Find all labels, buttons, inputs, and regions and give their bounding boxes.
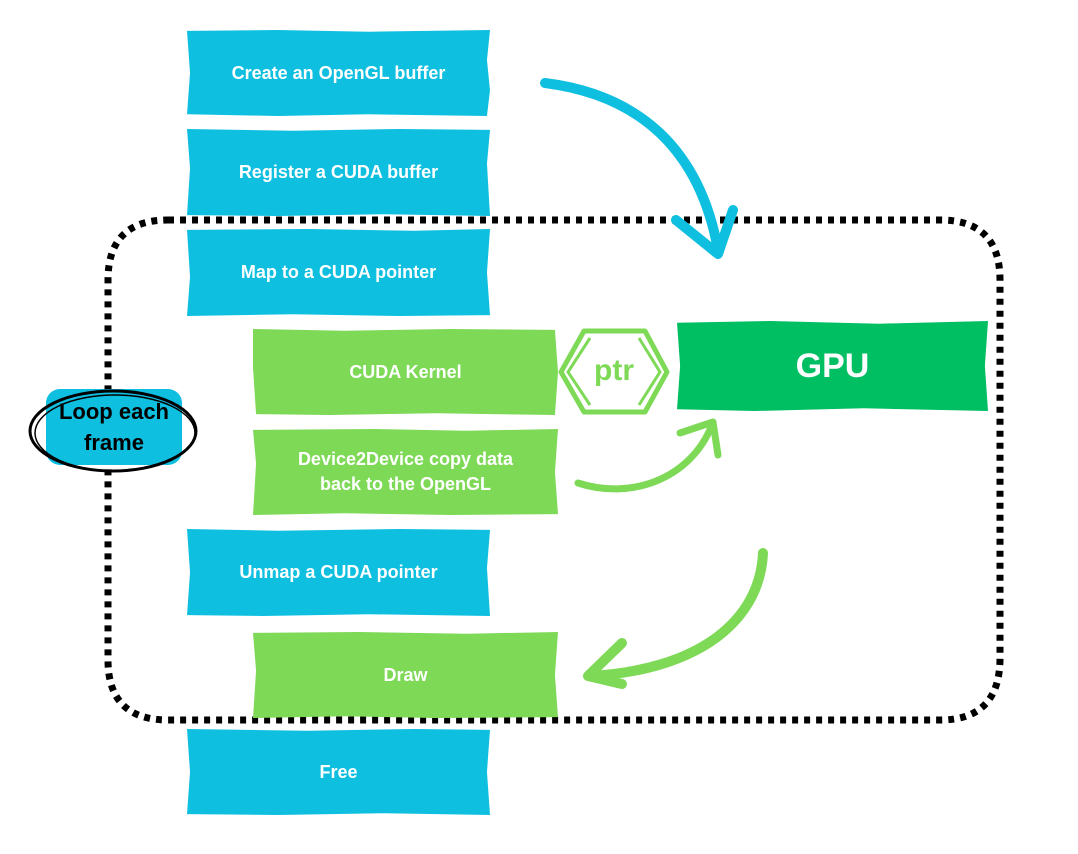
ptr-arrow-inner-left	[566, 337, 592, 406]
step-draw: Draw	[253, 632, 558, 718]
step-map-cuda-pointer: Map to a CUDA pointer	[187, 229, 490, 316]
step-create-opengl-buffer: Create an OpenGL buffer	[187, 30, 490, 116]
step-label: Free	[319, 761, 358, 782]
step-label: Unmap a CUDA pointer	[239, 562, 438, 582]
ptr-arrow-inner-right	[637, 337, 662, 406]
step-label: Register a CUDA buffer	[238, 162, 439, 182]
step-cuda-kernel: CUDA Kernel	[253, 329, 558, 415]
loop-tag-outline-second	[34, 394, 196, 472]
ptr-label: ptr	[594, 354, 634, 387]
step-device-copy: Device2Device copy data back to the Open…	[253, 429, 558, 515]
blue-curved-arrow	[540, 78, 723, 255]
blue-arrow-head-icon	[671, 205, 738, 259]
ptr-arrow-icon	[558, 328, 670, 415]
step-label: Device2Device copy data back to the Open…	[297, 449, 514, 494]
step-label: CUDA Kernel	[349, 361, 462, 382]
loop-tag-background	[46, 389, 182, 465]
step-free: Free	[187, 729, 490, 815]
loop-label: Loop each frame	[58, 399, 169, 455]
green-upper-arrow-head-icon	[676, 418, 722, 459]
step-label: Create an OpenGL buffer	[231, 62, 446, 83]
gpu-label: GPU	[795, 346, 870, 385]
step-unmap-cuda-pointer: Unmap a CUDA pointer	[187, 529, 490, 616]
loop-region-border	[104, 216, 1004, 724]
green-upper-curved-arrow	[574, 421, 716, 493]
green-lower-arrow-head-icon	[583, 638, 627, 689]
gpu-box: GPU	[677, 321, 988, 411]
green-lower-curved-arrow	[585, 548, 768, 681]
step-register-cuda-buffer: Register a CUDA buffer	[187, 129, 490, 216]
step-label: Map to a CUDA pointer	[240, 262, 437, 282]
step-label: Draw	[383, 664, 428, 685]
